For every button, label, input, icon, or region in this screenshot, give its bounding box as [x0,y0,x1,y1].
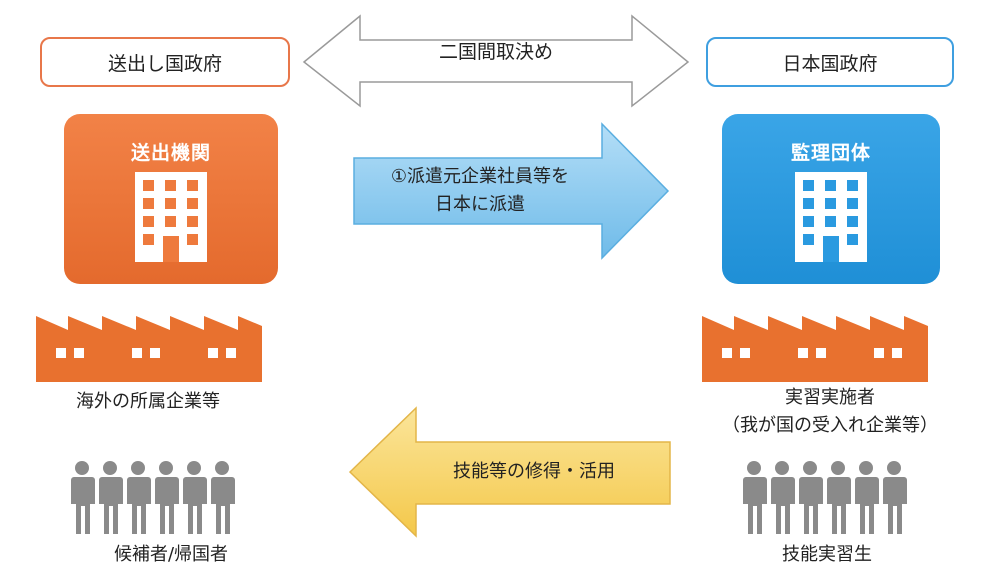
supervising-organization-box: 監理団体 [722,114,940,284]
sending-agency-title: 送出機関 [130,142,211,164]
building-icon [795,172,867,262]
return-label: 技能等の修得・活用 [453,461,615,482]
factory-icon [36,316,262,382]
supervising-organization-title: 監理団体 [790,142,871,164]
candidates-label: 候補者/帰国者 [113,544,229,565]
building-icon [135,172,207,262]
implementer-label: 実習実施者 （我が国の受入れ企業等） [700,384,960,440]
dispatch-arrow [353,122,670,260]
sending-agency-box: 送出機関 [64,114,278,284]
japan-government-label: 日本国政府 [782,52,878,75]
return-arrow [348,406,671,538]
implementer-label-line1: 実習実施者 [785,387,875,408]
bilateral-agreement-label: 二国間取決め [438,41,553,63]
sending-country-government: 送出し国政府 [40,37,290,87]
dispatch-label-line1: ①派遣元企業社員等を [390,166,570,187]
implementer-label-line2: （我が国の受入れ企業等） [722,415,938,436]
people-icon [71,461,235,534]
factory-icon [702,316,928,382]
trainees-label: 技能実習生 [782,544,872,565]
overseas-company-label: 海外の所属企業等 [76,391,220,412]
sending-country-government-label: 送出し国政府 [107,52,222,75]
dispatch-label: ①派遣元企業社員等を 日本に派遣 [356,163,604,219]
people-icon [743,461,907,534]
bilateral-arrow [302,14,690,108]
dispatch-label-line2: 日本に派遣 [435,194,525,215]
japan-government: 日本国政府 [706,37,954,87]
